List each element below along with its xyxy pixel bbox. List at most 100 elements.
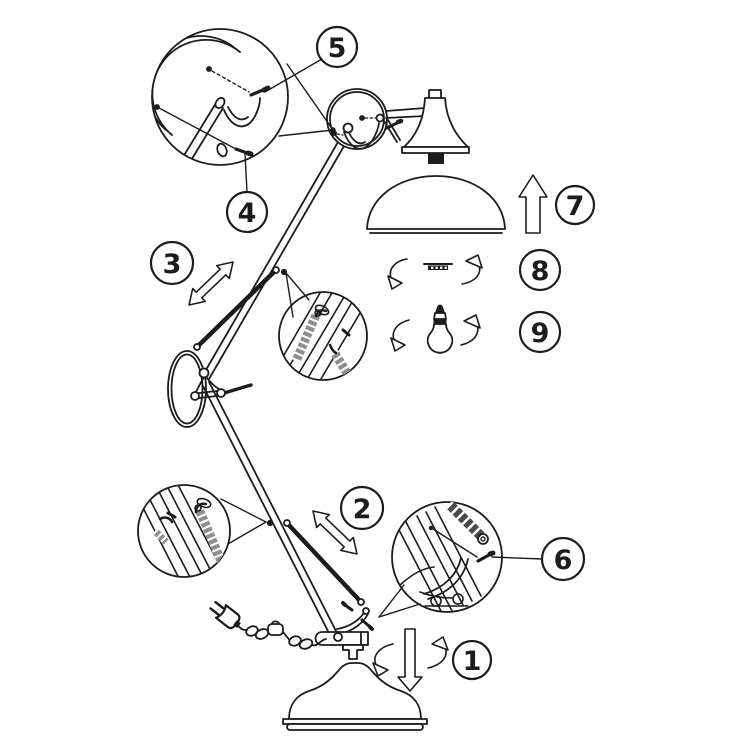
motion-arrows <box>188 174 548 692</box>
screw-hole-dot <box>154 104 160 110</box>
spring-coil <box>152 528 169 545</box>
pivot-bolt <box>452 593 464 605</box>
bulb-housing <box>401 89 470 164</box>
callout-5: 5 <box>315 25 359 69</box>
cord-loop <box>288 635 302 647</box>
light-bulb-part <box>426 304 454 354</box>
cord-elbow-magnified <box>423 557 462 595</box>
ring-slot <box>431 266 434 269</box>
screw-head <box>395 118 404 125</box>
detail-circle-lower-spring <box>137 484 231 578</box>
callout-6: 6 <box>540 536 586 582</box>
spring-pin <box>196 497 212 509</box>
rod-eyelet <box>477 533 489 545</box>
callout-leader <box>491 556 543 560</box>
tension-rod <box>194 267 279 350</box>
detail-wedge-line <box>227 521 267 545</box>
attachment-point-dot <box>280 268 288 276</box>
pivot-boss <box>216 142 228 158</box>
cord-loop <box>245 625 259 637</box>
rod-stripes <box>445 502 486 541</box>
callout-label: 7 <box>566 191 585 222</box>
screw-icon <box>234 147 249 155</box>
callout-circle <box>149 240 195 286</box>
detail-wedge-line <box>285 272 294 318</box>
callouts: 1 2 3 4 5 6 7 8 <box>149 25 596 681</box>
rotate-arrowhead <box>431 636 449 651</box>
upper-arm <box>202 129 352 380</box>
pivot-bolt <box>190 391 200 401</box>
stem-socket <box>342 644 364 660</box>
screw-icon <box>360 618 371 628</box>
callout-circle <box>225 190 269 234</box>
upper-arm-tube <box>202 129 346 376</box>
callout-circle <box>554 184 596 226</box>
base-foot <box>286 723 424 731</box>
joint-brace <box>205 376 222 391</box>
screw-hole-dot <box>428 525 434 531</box>
ring-band-arc <box>152 29 256 147</box>
hook-eyelet <box>314 309 322 317</box>
rotate-arrow-icon <box>461 264 481 285</box>
head-strut <box>383 120 398 143</box>
arrow-up-icon <box>518 174 548 234</box>
pivot-bolt <box>333 632 343 642</box>
callout-label: 8 <box>531 256 550 287</box>
wedge-tip-dot <box>330 127 336 133</box>
ring-slot <box>440 266 443 269</box>
plug-prong <box>214 600 225 610</box>
cord-segment <box>311 638 327 647</box>
screw-axis-line <box>432 528 478 558</box>
hook-eyelet <box>194 504 202 512</box>
callout-circle <box>540 536 586 582</box>
spring-coil <box>330 349 354 380</box>
callout-2: 2 <box>339 485 385 531</box>
screw-hole-dot <box>359 115 365 121</box>
ring-slot <box>435 266 438 269</box>
cord-loop <box>298 638 314 650</box>
screw-icon <box>249 88 265 97</box>
rod-eyelet-inner <box>480 536 486 542</box>
callout-label: 5 <box>328 33 347 64</box>
arm-tubes-magnified <box>279 292 367 380</box>
callout-label: 9 <box>531 318 550 349</box>
detail-content <box>396 502 496 612</box>
upper-tension-rod <box>193 266 288 351</box>
tube-cap <box>214 97 226 109</box>
shade-dome <box>366 175 506 230</box>
ring-slot <box>444 266 447 269</box>
rod-eyelet <box>283 519 291 527</box>
leader-lines <box>220 63 421 618</box>
lamp-socket <box>428 153 444 164</box>
cord-elbow <box>339 613 369 635</box>
screw-axis-dashed <box>336 133 344 136</box>
lamp-shade <box>366 175 506 234</box>
detail-screws <box>154 66 271 157</box>
detail-wedge-line <box>378 603 421 618</box>
spring-coil <box>194 507 227 565</box>
detail-wedge-line <box>378 584 405 618</box>
bulb-collar <box>433 319 447 324</box>
housing-body <box>403 97 469 148</box>
lamp-base <box>282 662 428 731</box>
double-arrow-icon <box>188 261 234 306</box>
head-grommet <box>375 113 385 123</box>
detail-content <box>152 29 261 163</box>
base-dome <box>288 662 422 720</box>
rod-eyelet <box>357 598 365 606</box>
callout-leader <box>244 153 248 193</box>
screw-head <box>487 550 496 557</box>
arm-tube <box>189 107 224 163</box>
callout-8: 8 <box>518 248 562 292</box>
upper-arm-tube <box>208 133 352 380</box>
detail-wedge-line <box>286 63 334 131</box>
callout-label: 2 <box>353 494 372 525</box>
spring-coil-stripes <box>291 313 321 363</box>
callout-circle <box>315 25 359 69</box>
detail-circle-head-joint <box>151 28 323 193</box>
spring-hook <box>328 343 338 355</box>
callout-label: 4 <box>238 198 257 229</box>
rod-eyelet <box>272 266 280 274</box>
inline-switch <box>267 623 284 636</box>
